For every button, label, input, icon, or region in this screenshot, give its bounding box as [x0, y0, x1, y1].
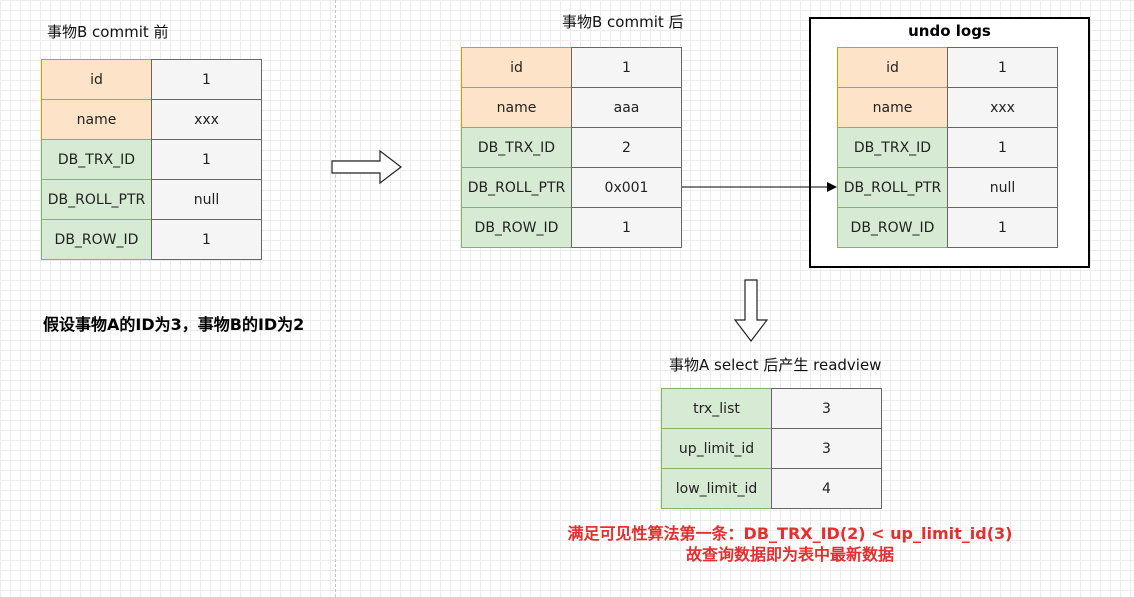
visibility-note-line2: 故查询数据即为表中最新数据: [685, 545, 894, 564]
visibility-note-line1: 满足可见性算法第一条：DB_TRX_ID(2) < up_limit_id(3): [567, 524, 1013, 543]
before-key-db-trx-id: DB_TRX_ID: [41, 139, 152, 180]
after-key-name: name: [461, 87, 572, 128]
before-caption: 事物B commit 前: [47, 23, 169, 41]
before-value-id: 1: [151, 59, 262, 100]
after-value-name: aaa: [571, 87, 682, 128]
after-key-id: id: [461, 47, 572, 88]
after-key-db-trx-id: DB_TRX_ID: [461, 127, 572, 168]
readview-key-trx-list: trx_list: [661, 388, 772, 429]
after-key-db-roll-ptr: DB_ROLL_PTR: [461, 167, 572, 208]
readview-caption: 事物A select 后产生 readview: [669, 356, 882, 374]
assumption-text: 假设事物A的ID为3，事物B的ID为2: [43, 315, 305, 334]
transition-arrow-icon: [331, 149, 402, 185]
undo-key-db-roll-ptr: DB_ROLL_PTR: [837, 167, 948, 208]
down-arrow-icon: [733, 279, 769, 342]
before-value-db-trx-id: 1: [151, 139, 262, 180]
after-caption: 事物B commit 后: [562, 13, 684, 31]
readview-value-up-limit-id: 3: [771, 428, 882, 469]
before-value-name: xxx: [151, 99, 262, 140]
undo-key-db-row-id: DB_ROW_ID: [837, 207, 948, 248]
section-divider: [335, 0, 336, 597]
readview-key-up-limit-id: up_limit_id: [661, 428, 772, 469]
readview-value-low-limit-id: 4: [771, 468, 882, 509]
undo-value-db-row-id: 1: [947, 207, 1058, 248]
readview-value-trx-list: 3: [771, 388, 882, 429]
after-value-db-row-id: 1: [571, 207, 682, 248]
before-key-id: id: [41, 59, 152, 100]
readview-key-low-limit-id: low_limit_id: [661, 468, 772, 509]
after-value-id: 1: [571, 47, 682, 88]
undo-key-name: name: [837, 87, 948, 128]
before-value-db-row-id: 1: [151, 219, 262, 260]
undo-value-db-trx-id: 1: [947, 127, 1058, 168]
after-key-db-row-id: DB_ROW_ID: [461, 207, 572, 248]
before-key-db-row-id: DB_ROW_ID: [41, 219, 152, 260]
undo-logs-title: undo logs: [908, 22, 991, 40]
undo-value-db-roll-ptr: null: [947, 167, 1058, 208]
undo-key-id: id: [837, 47, 948, 88]
